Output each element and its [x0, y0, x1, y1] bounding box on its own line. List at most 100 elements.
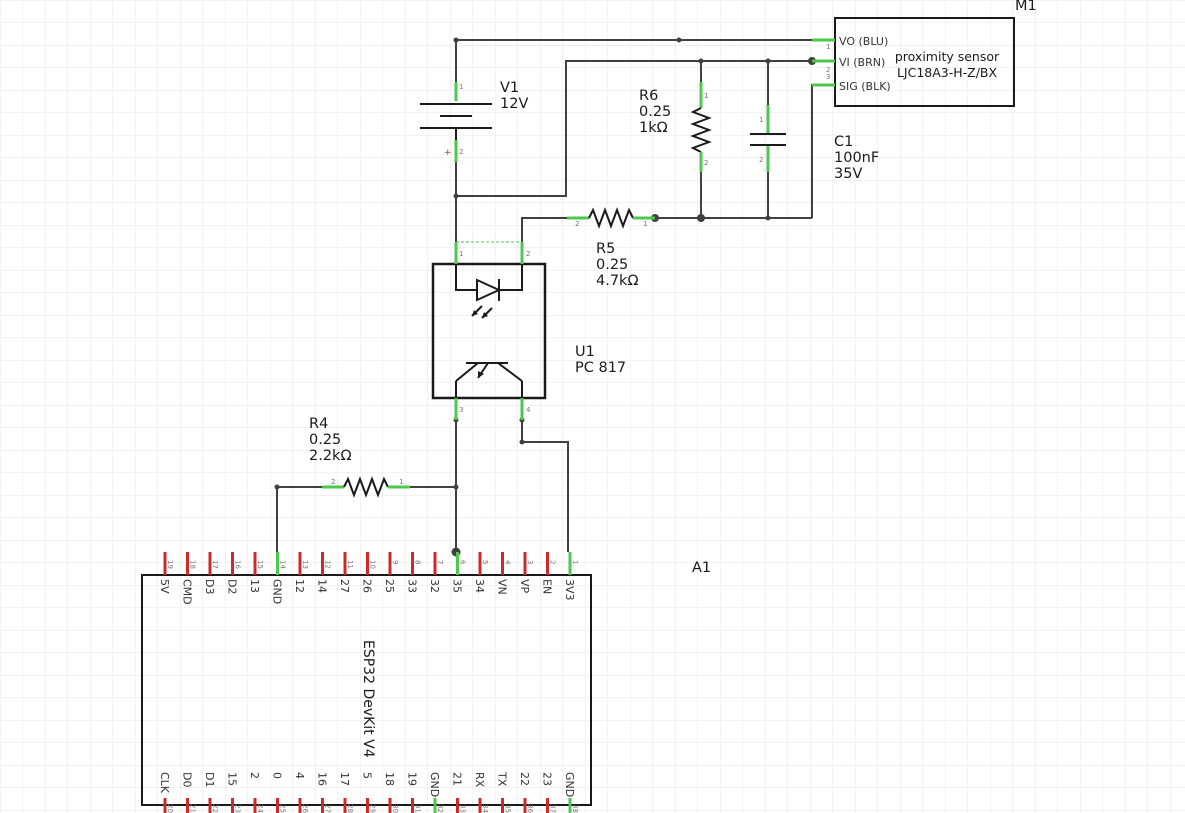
esp32-bottom-pin-label: GND — [428, 772, 441, 797]
transistor-collector — [497, 362, 523, 382]
esp32-bottom-pin-label: 17 — [338, 772, 351, 786]
esp32-bottom-pin-label: GND — [563, 772, 576, 797]
esp32-top-pin-label: 32 — [428, 579, 441, 593]
esp32-bottom-pin-label: 21 — [451, 772, 464, 786]
junction-dot — [453, 193, 459, 199]
esp32-bottom-pin-label: 16 — [316, 772, 329, 786]
battery-v1[interactable]: 1 2 + V1 12V — [420, 80, 528, 162]
r4-zigzag — [343, 476, 389, 498]
esp32-top-pin-number: 9 — [391, 560, 399, 564]
r4-ref: R4 — [309, 416, 328, 432]
esp32-top-pin-number: 6 — [459, 560, 467, 565]
capacitor-c1[interactable]: 1 2 C1 100nF 35V — [750, 105, 879, 182]
esp32-bottom-pin-number: 24 — [256, 804, 264, 813]
esp32-top-pin-label: 5V — [158, 579, 171, 594]
esp32-bottom-pin-number: 25 — [279, 804, 287, 813]
esp32-a1[interactable]: A1 ESP32 DevKit V4 195V18CMD17D316D21513… — [141, 552, 711, 813]
sensor-ref: M1 — [1015, 0, 1037, 14]
esp32-title: ESP32 DevKit V4 — [360, 640, 376, 758]
battery-pin-number: 1 — [459, 83, 463, 91]
esp32-top-pin-label: 3V3 — [563, 579, 576, 601]
esp32-top-pin-label: VP — [518, 579, 531, 594]
sensor-pin-number: 2 — [826, 66, 830, 74]
esp32-top-pin-number: 7 — [436, 560, 444, 564]
esp32-bottom-pin-number: 22 — [211, 804, 219, 813]
junction-dot — [765, 215, 771, 221]
r5-pin-number: 1 — [643, 220, 647, 228]
esp32-top-pin-number: 11 — [346, 560, 354, 569]
esp32-bottom-pin-number: 34 — [481, 804, 489, 813]
r6-zigzag — [690, 107, 712, 153]
junction-dot — [453, 37, 459, 43]
esp32-top-pin-label: EN — [541, 579, 554, 594]
esp32-bottom-pins: 20CLK21D022D1231524225026427162817295301… — [158, 771, 579, 813]
sensor-m1[interactable]: 1 2 3 VO (BLU) VI (BRN) SIG (BLK) proxim… — [812, 0, 1037, 107]
sensor-pin-number: 3 — [826, 73, 830, 81]
u1-value: PC 817 — [575, 360, 626, 376]
resistor-r4[interactable]: 2 1 R4 0.25 2.2kΩ — [309, 416, 410, 498]
esp32-bottom-pin-label: CLK — [158, 772, 171, 794]
esp32-bottom-pin-number: 30 — [391, 804, 399, 813]
battery-value: 12V — [500, 96, 528, 112]
esp32-bottom-pin-label: 15 — [226, 772, 239, 786]
diode-icon — [476, 278, 502, 302]
esp32-top-pin-number: 14 — [279, 560, 287, 569]
wire-u1-to-3v3[interactable] — [521, 420, 569, 552]
esp32-bottom-pin-number: 29 — [369, 804, 377, 813]
esp32-top-pin-label: 13 — [248, 579, 261, 593]
r5-pin-number: 2 — [575, 220, 579, 228]
u1-pin-number: 1 — [459, 250, 463, 258]
esp32-bottom-pin-number: 23 — [234, 804, 242, 813]
junction-dot — [765, 58, 771, 64]
resistor-r5[interactable]: 2 1 R5 0.25 4.7kΩ — [567, 207, 655, 289]
u1-pin-number: 4 — [526, 406, 531, 414]
esp32-bottom-pin-number: 33 — [459, 804, 467, 813]
esp32-top-pin-label: 34 — [473, 579, 486, 593]
esp32-top-pin-number: 4 — [504, 560, 512, 565]
u1-pin-number: 2 — [526, 250, 530, 258]
esp32-top-pin-label: D2 — [226, 579, 239, 594]
esp32-top-pins: 195V18CMD17D316D2151314GND13121214112710… — [158, 552, 579, 605]
resistor-r6[interactable]: 1 2 R6 0.25 1kΩ — [639, 82, 712, 172]
esp32-top-pin-label: 35 — [451, 579, 464, 593]
u1-ref: U1 — [575, 344, 595, 360]
esp32-bottom-pin-label: RX — [473, 772, 486, 788]
junction-dot — [697, 214, 705, 222]
esp32-top-pin-number: 10 — [369, 560, 377, 569]
esp32-bottom-pin-number: 26 — [301, 804, 309, 813]
esp32-bottom-pin-number: 35 — [504, 804, 512, 813]
esp32-bottom-pin-number: 27 — [324, 804, 332, 813]
esp32-bottom-pin-label: 2 — [248, 772, 261, 779]
u1-pin-number: 3 — [459, 406, 463, 414]
r6-power: 0.25 — [639, 104, 671, 120]
esp32-bottom-pin-number: 28 — [346, 804, 354, 813]
wire-vi-bus[interactable] — [456, 60, 812, 197]
sensor-pin-label-sig: SIG (BLK) — [839, 80, 891, 93]
esp32-top-pin-label: 26 — [361, 579, 374, 593]
c1-pin-number: 2 — [759, 156, 763, 164]
sensor-pin-number: 1 — [826, 43, 830, 51]
junction-dot — [274, 484, 280, 490]
esp32-top-pin-label: GND — [271, 579, 284, 604]
wire-r5-to-u1[interactable] — [521, 217, 567, 242]
esp32-top-pin-number: 19 — [166, 560, 174, 569]
esp32-bottom-pin-number: 37 — [549, 804, 557, 813]
transistor-emitter — [455, 362, 479, 382]
battery-plus-sign: + — [444, 148, 452, 158]
esp32-top-pin-label: CMD — [181, 579, 194, 605]
esp32-bottom-pin-label: D1 — [203, 772, 216, 787]
esp32-bottom-pin-label: 19 — [406, 772, 419, 786]
r5-zigzag — [588, 207, 634, 229]
esp32-bottom-pin-number: 32 — [436, 804, 444, 813]
r4-pin-number: 2 — [331, 478, 335, 486]
optocoupler-u1[interactable]: 1 2 3 4 U1 PC 817 — [431, 242, 626, 420]
esp32-top-pin-number: 13 — [301, 560, 309, 569]
c1-ref: C1 — [834, 134, 853, 150]
esp32-top-pin-number: 15 — [256, 560, 264, 569]
r4-power: 0.25 — [309, 432, 341, 448]
esp32-top-pin-number: 16 — [234, 560, 242, 569]
r5-ref: R5 — [596, 241, 615, 257]
esp32-bottom-pin-number: 31 — [414, 804, 422, 813]
